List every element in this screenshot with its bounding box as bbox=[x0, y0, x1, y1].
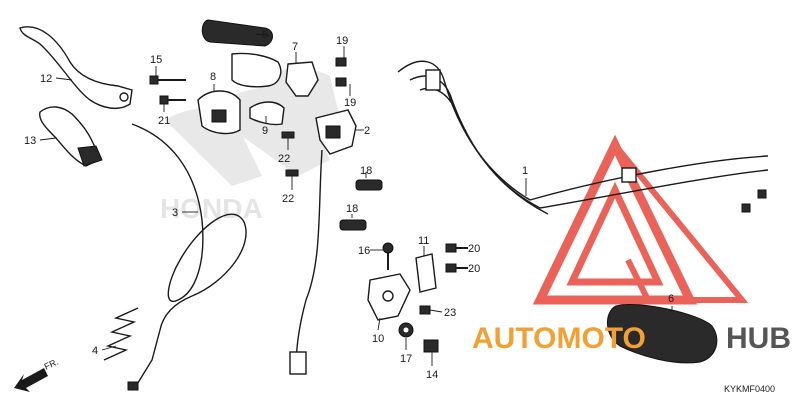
callout-4: 4 bbox=[92, 345, 98, 357]
part-6-handle-grip bbox=[607, 304, 718, 364]
part-11-clamp bbox=[415, 253, 437, 293]
callout-22-b: 22 bbox=[282, 193, 294, 205]
part-21-bolt bbox=[159, 95, 186, 105]
honda-wing-logo: HONDA bbox=[160, 68, 345, 224]
switch-wire bbox=[289, 149, 323, 375]
front-direction-label: FR. bbox=[43, 357, 60, 372]
part-19-screw-b bbox=[335, 77, 347, 87]
callout-14: 14 bbox=[426, 369, 438, 381]
leader-lines bbox=[39, 33, 673, 366]
callout-19-b: 19 bbox=[344, 97, 356, 109]
part-1-throttle-cables bbox=[397, 60, 769, 215]
callout-2: 2 bbox=[364, 125, 370, 137]
part-16-bolt bbox=[382, 242, 394, 270]
callout-12: 12 bbox=[40, 73, 52, 85]
callout-13: 13 bbox=[24, 135, 36, 147]
part-22-screw-b bbox=[285, 169, 299, 177]
part-23-screw bbox=[419, 305, 431, 315]
callout-6: 6 bbox=[668, 293, 674, 305]
callout-7: 7 bbox=[292, 41, 298, 53]
callout-8: 8 bbox=[210, 71, 216, 83]
part-9-switch-half bbox=[249, 101, 285, 126]
callout-15: 15 bbox=[150, 54, 162, 66]
part-12-clutch-lever bbox=[19, 26, 133, 110]
callout-21: 21 bbox=[158, 115, 170, 127]
callout-3: 3 bbox=[172, 207, 178, 219]
honda-logo-text: HONDA bbox=[160, 193, 263, 224]
callout-20-b: 20 bbox=[468, 263, 480, 275]
callout-9: 9 bbox=[262, 125, 268, 137]
callout-20-a: 20 bbox=[468, 243, 480, 255]
part-17-washer bbox=[398, 322, 414, 338]
front-direction-arrow: FR. bbox=[14, 357, 60, 392]
part-2-handlebar-switch bbox=[315, 109, 357, 155]
callout-19-a: 19 bbox=[336, 35, 348, 47]
watermark-brand: AUTOMOTO HUB bbox=[472, 322, 791, 355]
callout-11: 11 bbox=[418, 235, 429, 247]
part-7-switch-cover bbox=[285, 61, 319, 97]
callout-17: 17 bbox=[400, 353, 412, 365]
part-3-clutch-cable bbox=[127, 123, 247, 391]
callout-labels: 12 13 15 21 5 8 9 7 19 19 2 22 22 3 4 18… bbox=[24, 29, 674, 381]
part-22-screw-a bbox=[281, 131, 295, 139]
part-15-bolt bbox=[149, 75, 186, 85]
part-14-adjuster bbox=[423, 339, 439, 353]
part-19-screw-a bbox=[335, 57, 347, 67]
watermark-text-automoto: AUTOMOTO bbox=[472, 322, 646, 355]
callout-5: 5 bbox=[262, 29, 268, 41]
callout-1: 1 bbox=[522, 165, 528, 177]
callout-23: 23 bbox=[444, 307, 456, 319]
part-18-damper-b bbox=[339, 219, 367, 231]
callout-18-a: 18 bbox=[360, 165, 372, 177]
part-10-cable-bracket bbox=[367, 273, 411, 321]
callout-10: 10 bbox=[372, 333, 384, 345]
part-18-damper-a bbox=[355, 179, 383, 191]
part-4-spring bbox=[103, 307, 139, 361]
callout-22-a: 22 bbox=[278, 153, 290, 165]
diagram-code: KYKMF0400 bbox=[724, 384, 775, 394]
part-5-throttle-grip bbox=[201, 19, 282, 88]
callout-18-b: 18 bbox=[346, 203, 358, 215]
part-13-lever-holder bbox=[39, 106, 103, 167]
callout-16: 16 bbox=[358, 245, 370, 257]
watermark-text-hub: HUB bbox=[726, 322, 791, 355]
watermark-triangle bbox=[532, 134, 749, 305]
part-8-housing-cover bbox=[197, 90, 241, 135]
